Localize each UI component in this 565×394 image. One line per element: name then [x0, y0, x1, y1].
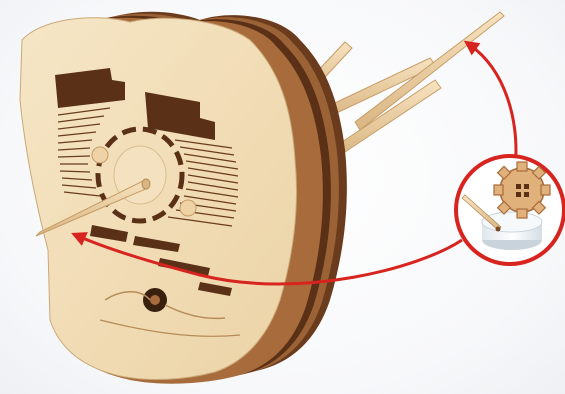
front-dowel	[35, 178, 151, 237]
vent-lines-left	[57, 107, 111, 197]
dial-ring	[95, 126, 185, 224]
curved-arrow-up-icon	[463, 40, 518, 171]
gear-icon	[493, 161, 551, 219]
glue-cup-inset-icon	[454, 154, 565, 266]
vent-lines-right	[167, 139, 239, 227]
toothpick-icon	[461, 194, 502, 232]
curved-arrow-left-icon	[71, 232, 463, 286]
clock-front-plate	[19, 17, 297, 380]
